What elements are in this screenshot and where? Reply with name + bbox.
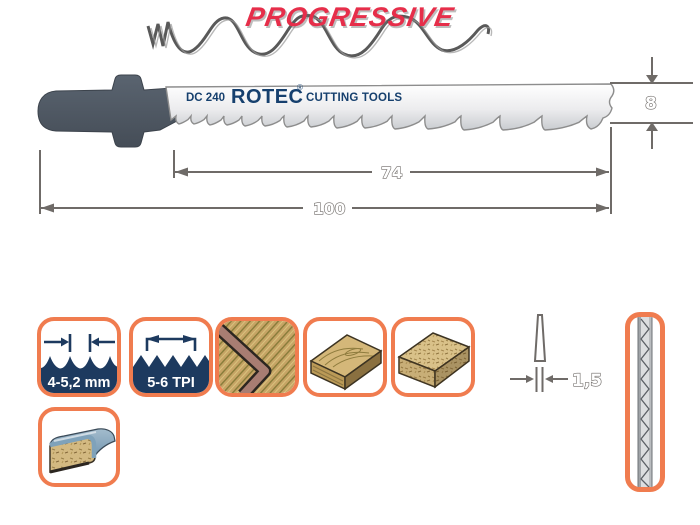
arrow-right-icon	[596, 203, 609, 213]
tpi-icon: 5-6 TPI	[129, 317, 213, 397]
blade-thickness-icon: 1,5	[510, 314, 603, 392]
extension-lines	[39, 127, 612, 214]
arrow-right-icon	[596, 167, 609, 177]
tpi-label: 5-6 TPI	[147, 375, 195, 391]
blade-diagram: DC 240 ROTEC ® CUTTING TOOLS 8 74	[37, 57, 693, 219]
thickness-value: 1,5	[572, 371, 602, 391]
arrow-right-icon	[61, 337, 69, 347]
arrow-up-icon	[646, 122, 658, 131]
registered-mark: ®	[297, 83, 303, 92]
span-arrow	[145, 337, 197, 351]
arrow-left-icon	[175, 167, 188, 177]
blade-profile-shape	[533, 314, 547, 362]
wood-grain-lines	[318, 347, 374, 368]
thickness-arrows	[510, 367, 568, 392]
board-end-face	[344, 349, 382, 391]
arrow-down-icon	[646, 75, 658, 84]
laminate-highlight	[53, 431, 97, 442]
pitch-label: 4-5,2 mm	[48, 375, 111, 391]
teeth-wave-shape	[41, 356, 117, 393]
worktop-bullnose-laminate	[49, 434, 97, 458]
brand-suffix-text: CUTTING TOOLS	[306, 92, 402, 104]
laminate-strip	[219, 324, 269, 393]
pitch-arrows	[44, 334, 115, 352]
tooth-pitch-icon: 4-5,2 mm	[37, 317, 121, 397]
blade-body	[165, 83, 615, 131]
blade-edge-right	[649, 317, 652, 487]
blade-set-side-view-icon	[625, 312, 665, 492]
arrow-right-icon	[526, 375, 534, 383]
blade-edge-left	[638, 317, 641, 487]
teeth-zigzag-shape	[133, 355, 209, 393]
arrow-left-icon	[545, 375, 553, 383]
chipboard-front-shade	[399, 357, 435, 387]
sketch-wave-icon	[146, 14, 493, 59]
arrow-left-icon	[41, 203, 54, 213]
brand-logo-text: ROTEC	[231, 86, 304, 108]
front-grain-lines	[312, 365, 344, 386]
total-length-value: 100	[313, 200, 346, 218]
chipboard-end-face	[434, 345, 470, 389]
worktop-postform-icon	[38, 407, 120, 487]
arrow-left-icon	[91, 337, 99, 347]
blade-model-text: DC 240	[186, 92, 225, 104]
blade-shank	[37, 74, 178, 148]
chipboard-icon	[391, 317, 475, 397]
worktop-bottom-edge	[49, 461, 90, 474]
chipboard-end-shade	[435, 347, 469, 387]
arrow-right-icon	[183, 335, 196, 343]
height-value: 8	[645, 94, 657, 114]
tooth-length-value: 74	[381, 164, 403, 182]
tooth-set-zigzag	[640, 318, 650, 487]
arrow-left-icon	[146, 335, 159, 343]
laminated-wood-corner-icon	[215, 317, 299, 397]
softwood-board-icon	[303, 317, 387, 397]
